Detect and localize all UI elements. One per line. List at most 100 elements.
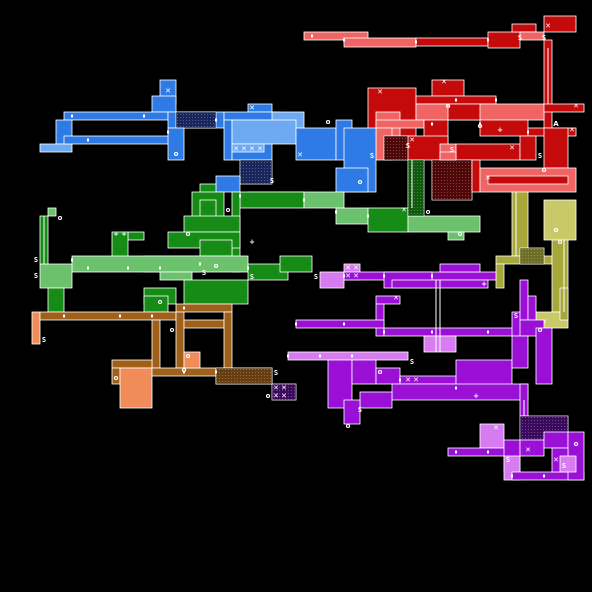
brinstar-room[interactable] <box>447 231 465 241</box>
brinstar-room[interactable] <box>183 215 241 233</box>
tourian-room[interactable] <box>183 351 201 369</box>
brinstar-room[interactable] <box>279 255 313 273</box>
maridia-room[interactable] <box>511 335 529 369</box>
brinstar-room[interactable] <box>303 191 345 209</box>
norfair-room[interactable] <box>479 119 529 137</box>
wrecked-ship-room[interactable] <box>543 199 577 241</box>
tourian-room[interactable] <box>31 311 41 345</box>
blocked-icon: ✕ <box>401 206 407 214</box>
tourian-room[interactable] <box>119 367 153 409</box>
maridia-room[interactable] <box>559 455 577 473</box>
maridia-room[interactable] <box>295 319 385 329</box>
maridia-room[interactable] <box>439 263 481 273</box>
maridia-room[interactable] <box>375 295 401 305</box>
crateria-room[interactable] <box>215 175 241 193</box>
crateria-room[interactable] <box>335 167 369 193</box>
save-icon: S <box>34 272 38 280</box>
brinstar-room[interactable] <box>127 231 145 241</box>
door-marker <box>183 370 185 374</box>
energy-icon: o <box>358 178 363 186</box>
door-marker <box>495 98 497 102</box>
norfair-room[interactable] <box>519 31 545 41</box>
norfair-room[interactable] <box>543 103 585 113</box>
brinstar-room[interactable] <box>39 263 73 289</box>
maridia-room[interactable] <box>519 439 545 457</box>
norfair-room[interactable] <box>511 23 537 33</box>
brinstar-room[interactable] <box>239 191 305 209</box>
crateria-room[interactable] <box>223 119 233 161</box>
door-marker <box>431 330 433 334</box>
maridia-room[interactable] <box>383 327 529 337</box>
brinstar-room[interactable] <box>47 287 65 313</box>
crateria-room[interactable] <box>151 95 177 113</box>
save-icon: S <box>562 462 566 470</box>
save-icon: S <box>202 269 206 277</box>
brinstar-room[interactable] <box>71 255 249 273</box>
maridia-room[interactable] <box>359 391 393 409</box>
crateria-room[interactable] <box>63 111 169 121</box>
crateria-room[interactable] <box>63 135 177 145</box>
maridia-room[interactable] <box>527 295 537 321</box>
wrecked-ship-room[interactable] <box>511 191 529 257</box>
door-marker <box>383 330 385 334</box>
door-marker <box>239 194 241 198</box>
norfair-room[interactable] <box>439 151 457 161</box>
norfair-room[interactable] <box>543 127 569 169</box>
energy-icon: o <box>174 150 179 158</box>
maridia-room[interactable] <box>319 271 345 289</box>
brinstar-room[interactable] <box>183 279 249 305</box>
door-marker <box>511 474 513 478</box>
norfair-room[interactable] <box>447 103 481 121</box>
tourian-room[interactable] <box>151 319 161 369</box>
crateria-room[interactable] <box>39 143 73 153</box>
maridia-room[interactable] <box>287 351 409 361</box>
tourian-room[interactable] <box>175 303 233 313</box>
door-marker <box>455 450 457 454</box>
norfair-room[interactable] <box>303 31 369 41</box>
norfair-room[interactable] <box>431 79 465 97</box>
maridia-room[interactable] <box>391 383 529 401</box>
door-marker <box>455 98 457 102</box>
wrecked-ship-room[interactable] <box>495 263 505 289</box>
brinstar-room[interactable] <box>199 239 233 257</box>
maridia-room[interactable] <box>343 399 361 425</box>
crateria-room[interactable] <box>231 143 265 153</box>
norfair-room[interactable] <box>487 175 569 185</box>
brinstar-room[interactable] <box>335 207 369 225</box>
tourian-room[interactable] <box>175 311 185 369</box>
crateria-room[interactable] <box>167 127 185 161</box>
maridia-room[interactable] <box>519 279 529 321</box>
energy-icon: o <box>186 230 191 238</box>
save-icon: S <box>314 273 318 281</box>
tourian-room[interactable] <box>39 311 177 321</box>
maridia-room[interactable] <box>535 327 553 385</box>
save-icon: S <box>34 256 38 264</box>
tourian-room[interactable] <box>223 311 233 369</box>
norfair-room[interactable] <box>487 31 521 49</box>
brinstar-room[interactable] <box>367 207 409 233</box>
tourian-room[interactable] <box>111 359 153 369</box>
maridia-room[interactable] <box>479 423 505 449</box>
maridia-room[interactable] <box>351 359 377 385</box>
room-shading <box>216 368 272 384</box>
blocked-icon: ✕ <box>493 424 499 432</box>
norfair-room[interactable] <box>415 37 489 47</box>
brinstar-room[interactable] <box>143 295 169 313</box>
brinstar-room[interactable] <box>47 207 57 217</box>
norfair-room[interactable] <box>471 159 481 193</box>
maridia-room[interactable] <box>543 431 569 449</box>
crateria-room[interactable] <box>231 119 297 145</box>
room-shading <box>432 160 472 200</box>
tourian-room[interactable] <box>183 319 225 329</box>
maridia-room[interactable] <box>447 447 513 457</box>
door-marker <box>87 266 89 270</box>
brinstar-room[interactable] <box>407 215 481 233</box>
save-icon: S <box>518 34 522 42</box>
norfair-room[interactable] <box>543 15 577 33</box>
brinstar-room[interactable] <box>159 271 193 281</box>
norfair-room[interactable] <box>519 135 537 161</box>
norfair-room[interactable] <box>343 37 417 48</box>
norfair-room[interactable] <box>375 119 425 129</box>
door-marker <box>487 450 489 454</box>
